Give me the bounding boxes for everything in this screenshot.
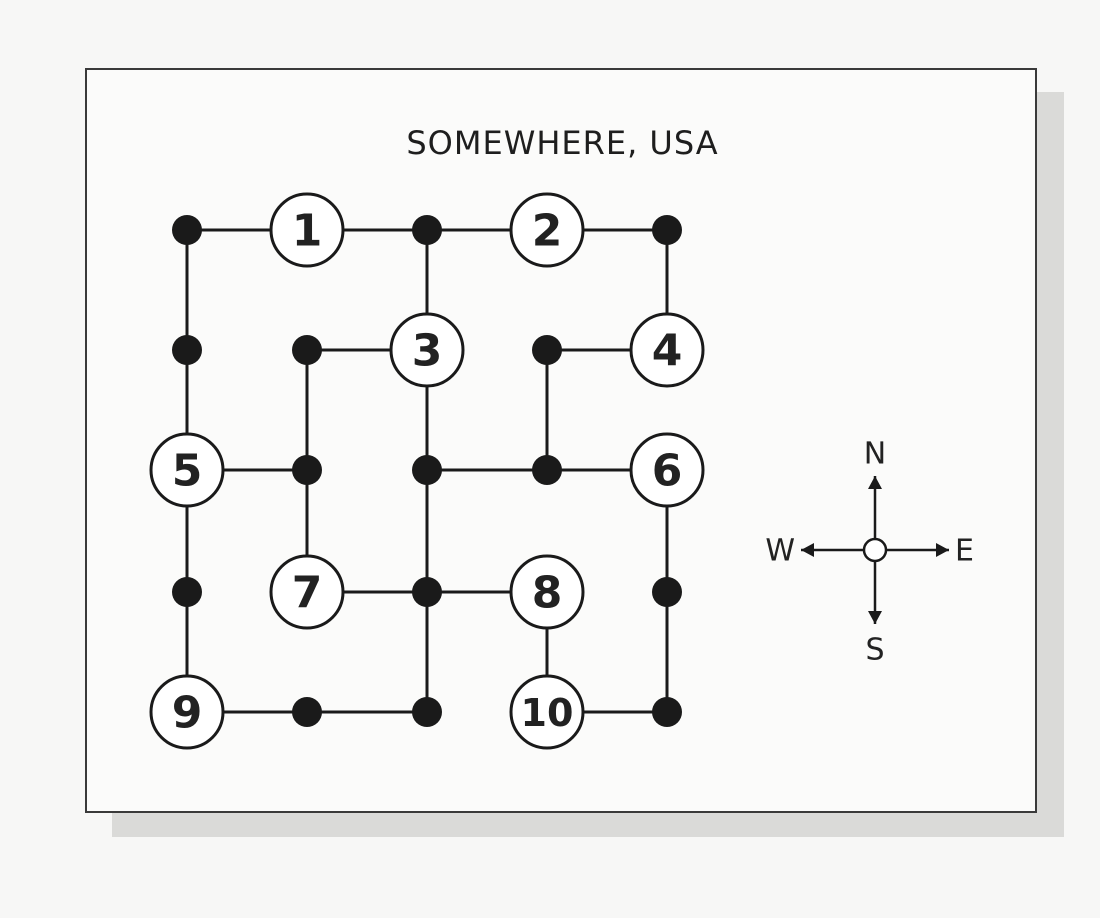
place-circle (149, 432, 225, 508)
junction-dot (412, 215, 442, 245)
place-label: 10 (521, 691, 574, 735)
compass-north-label: N (864, 437, 886, 472)
compass-east-label: E (955, 534, 974, 569)
junction-dot (292, 697, 322, 727)
junction-dot (292, 455, 322, 485)
compass-south-label: S (865, 633, 884, 668)
place-circle (629, 312, 705, 388)
place-5: 5 (149, 432, 225, 508)
place-circle (269, 554, 345, 630)
place-label: 7 (292, 568, 323, 619)
place-circle (509, 192, 585, 268)
place-label: 9 (172, 688, 203, 739)
place-1: 1 (269, 192, 345, 268)
junction-dot (172, 335, 202, 365)
place-label: 4 (652, 326, 683, 377)
junction-dot (652, 697, 682, 727)
junction-dot (652, 215, 682, 245)
junctions (172, 215, 682, 727)
map-title: SOMEWHERE, USA (406, 124, 719, 162)
place-8: 8 (509, 554, 585, 630)
place-label: 2 (532, 206, 563, 257)
east-arrowhead-icon (936, 543, 949, 557)
junction-dot (412, 577, 442, 607)
junction-dot (532, 335, 562, 365)
place-label: 1 (292, 206, 323, 257)
junction-dot (292, 335, 322, 365)
place-circle (629, 432, 705, 508)
place-circle (509, 554, 585, 630)
place-3: 3 (389, 312, 465, 388)
north-arrowhead-icon (868, 476, 882, 489)
places: 1 2 3 4 5 6 7 8 9 10 (149, 192, 705, 750)
place-4: 4 (629, 312, 705, 388)
junction-dot (412, 455, 442, 485)
west-arrowhead-icon (801, 543, 814, 557)
compass-rose: N S E W (765, 437, 974, 668)
place-label: 3 (412, 326, 443, 377)
junction-dot (412, 697, 442, 727)
place-circle (149, 674, 225, 750)
place-10: 10 (509, 674, 585, 750)
place-2: 2 (509, 192, 585, 268)
compass-center-icon (862, 537, 888, 563)
junction-dot (652, 577, 682, 607)
junction-dot (172, 577, 202, 607)
place-9: 9 (149, 674, 225, 750)
place-circle (389, 312, 465, 388)
compass-west-label: W (765, 534, 795, 569)
place-label: 8 (532, 568, 563, 619)
junction-dot (172, 215, 202, 245)
place-label: 6 (652, 446, 683, 497)
place-6: 6 (629, 432, 705, 508)
south-arrowhead-icon (868, 611, 882, 624)
place-circle (509, 674, 585, 750)
place-label: 5 (172, 446, 203, 497)
place-7: 7 (269, 554, 345, 630)
junction-dot (532, 455, 562, 485)
place-circle (269, 192, 345, 268)
